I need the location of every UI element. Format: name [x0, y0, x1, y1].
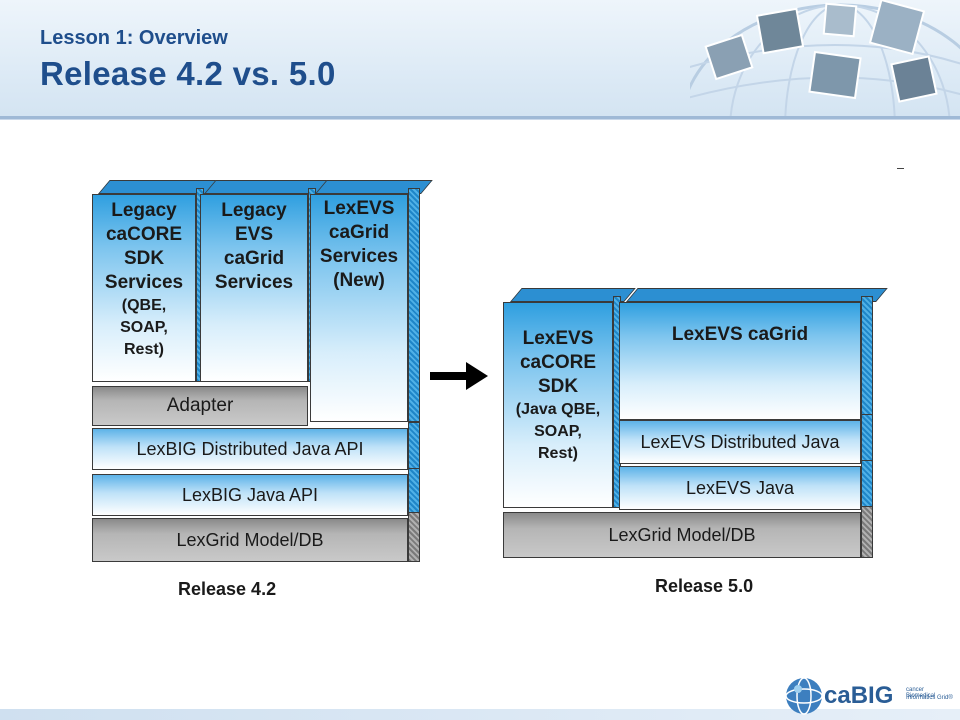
arrow-right-icon [430, 362, 488, 390]
logo-wordmark: caBIG [824, 682, 894, 709]
block-side [408, 422, 420, 470]
legacy-cacore-sdk-block: Legacy caCORE SDK Services (QBE, SOAP, R… [92, 194, 196, 382]
block-side [408, 188, 420, 422]
lexevs-cagrid-block: LexEVS caGrid [619, 302, 861, 420]
lexevs-cagrid-services-block: LexEVS caGrid Services (New) [310, 194, 408, 422]
lexevs-distributed-java-layer: LexEVS Distributed Java [619, 420, 861, 464]
cube-top [626, 288, 888, 302]
lexevs-java-layer: LexEVS Java [619, 466, 861, 510]
globe-logo-icon [785, 677, 823, 715]
cabig-logo: caBIG cancer Biomedical Informatics Grid… [784, 676, 954, 716]
header-divider [0, 116, 960, 119]
globe-decoration-icon [690, 0, 960, 116]
block-side [861, 506, 873, 558]
slide-title: Release 4.2 vs. 5.0 [40, 55, 336, 92]
lexgrid-model-db-layer: LexGrid Model/DB [92, 518, 408, 562]
release-4-2-caption: Release 4.2 [178, 579, 277, 599]
block-side [408, 468, 420, 516]
logo-tagline-2: Informatics Grid® [906, 695, 953, 701]
block-side [861, 460, 873, 510]
lexgrid-model-db-layer-5: LexGrid Model/DB [503, 512, 861, 558]
adapter-layer: Adapter [92, 386, 308, 426]
block-side [861, 296, 873, 420]
lexbig-distributed-java-api-layer: LexBIG Distributed Java API [92, 428, 408, 470]
lesson-label: Lesson 1: Overview [40, 27, 228, 49]
stray-dash-mark [897, 168, 904, 169]
lexbig-java-api-layer: LexBIG Java API [92, 474, 408, 516]
block-side [861, 414, 873, 464]
logo-tagline-1: cancer Biomedical [906, 687, 936, 699]
release-5-0-caption: Release 5.0 [655, 576, 754, 596]
lexevs-cacore-sdk-block: LexEVS caCORE SDK (Java QBE, SOAP, Rest) [503, 302, 613, 508]
block-side [408, 512, 420, 562]
slide-header [0, 0, 960, 116]
footer-bar [0, 709, 960, 720]
legacy-evs-cagrid-block: Legacy EVS caGrid Services [200, 194, 308, 382]
header-divider-light [0, 119, 960, 120]
